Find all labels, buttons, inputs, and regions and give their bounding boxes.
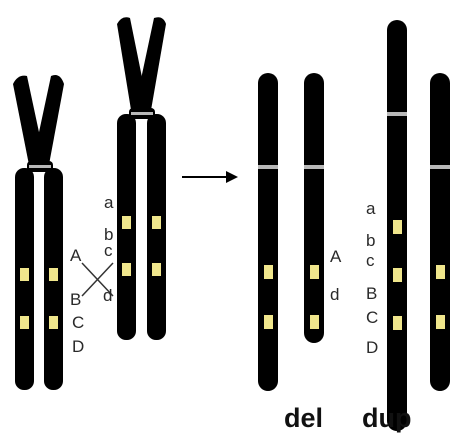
- centromere-band: [387, 112, 407, 116]
- centromere-band: [131, 112, 153, 115]
- gene-band: [122, 263, 131, 276]
- duplication-label: dup: [362, 403, 411, 433]
- result-chromatid-deletion: [304, 73, 324, 343]
- gene-label-D: D: [72, 337, 84, 356]
- gene-band: [310, 315, 319, 329]
- gene-label-c: c: [104, 241, 113, 260]
- gene-band: [310, 265, 319, 279]
- centromere-band: [304, 165, 324, 169]
- gene-band: [264, 315, 273, 329]
- gene-label-A: A: [70, 246, 82, 265]
- result-chromatid-duplication: [387, 20, 407, 431]
- gene-label-d: d: [103, 286, 112, 305]
- gene-band: [152, 263, 161, 276]
- gene-band: [436, 315, 445, 329]
- gene-band: [393, 316, 402, 330]
- result-chromatid-4: [430, 73, 450, 391]
- centromere-band: [258, 165, 278, 169]
- gene-band: [436, 265, 445, 279]
- gene-label-duplication-c: c: [366, 251, 375, 270]
- gene-label-deletion-d: d: [330, 285, 339, 304]
- centromere-band: [430, 165, 450, 169]
- left-homolog-chromosome: [13, 75, 64, 390]
- gene-band: [20, 268, 29, 281]
- deletion-label: del: [284, 403, 323, 433]
- gene-band: [152, 216, 161, 229]
- gene-band: [122, 216, 131, 229]
- gene-band: [264, 265, 273, 279]
- gene-label-duplication-a: a: [366, 199, 376, 218]
- gene-band: [49, 268, 58, 281]
- gene-label-deletion-A: A: [330, 247, 342, 266]
- right-arrow-icon: [182, 171, 238, 183]
- gene-label-duplication-C: C: [366, 308, 378, 327]
- right-homolog-chromosome: [117, 17, 166, 340]
- gene-band: [49, 316, 58, 329]
- gene-label-C: C: [72, 313, 84, 332]
- gene-label-a: a: [104, 193, 114, 212]
- gene-label-duplication-b: b: [366, 231, 375, 250]
- gene-band: [393, 220, 402, 234]
- gene-label-B: B: [70, 290, 81, 309]
- gene-band: [393, 268, 402, 282]
- gene-label-duplication-D: D: [366, 338, 378, 357]
- centromere-band: [29, 165, 51, 168]
- result-chromatid-1: [258, 73, 278, 391]
- gene-band: [20, 316, 29, 329]
- gene-label-duplication-B: B: [366, 284, 377, 303]
